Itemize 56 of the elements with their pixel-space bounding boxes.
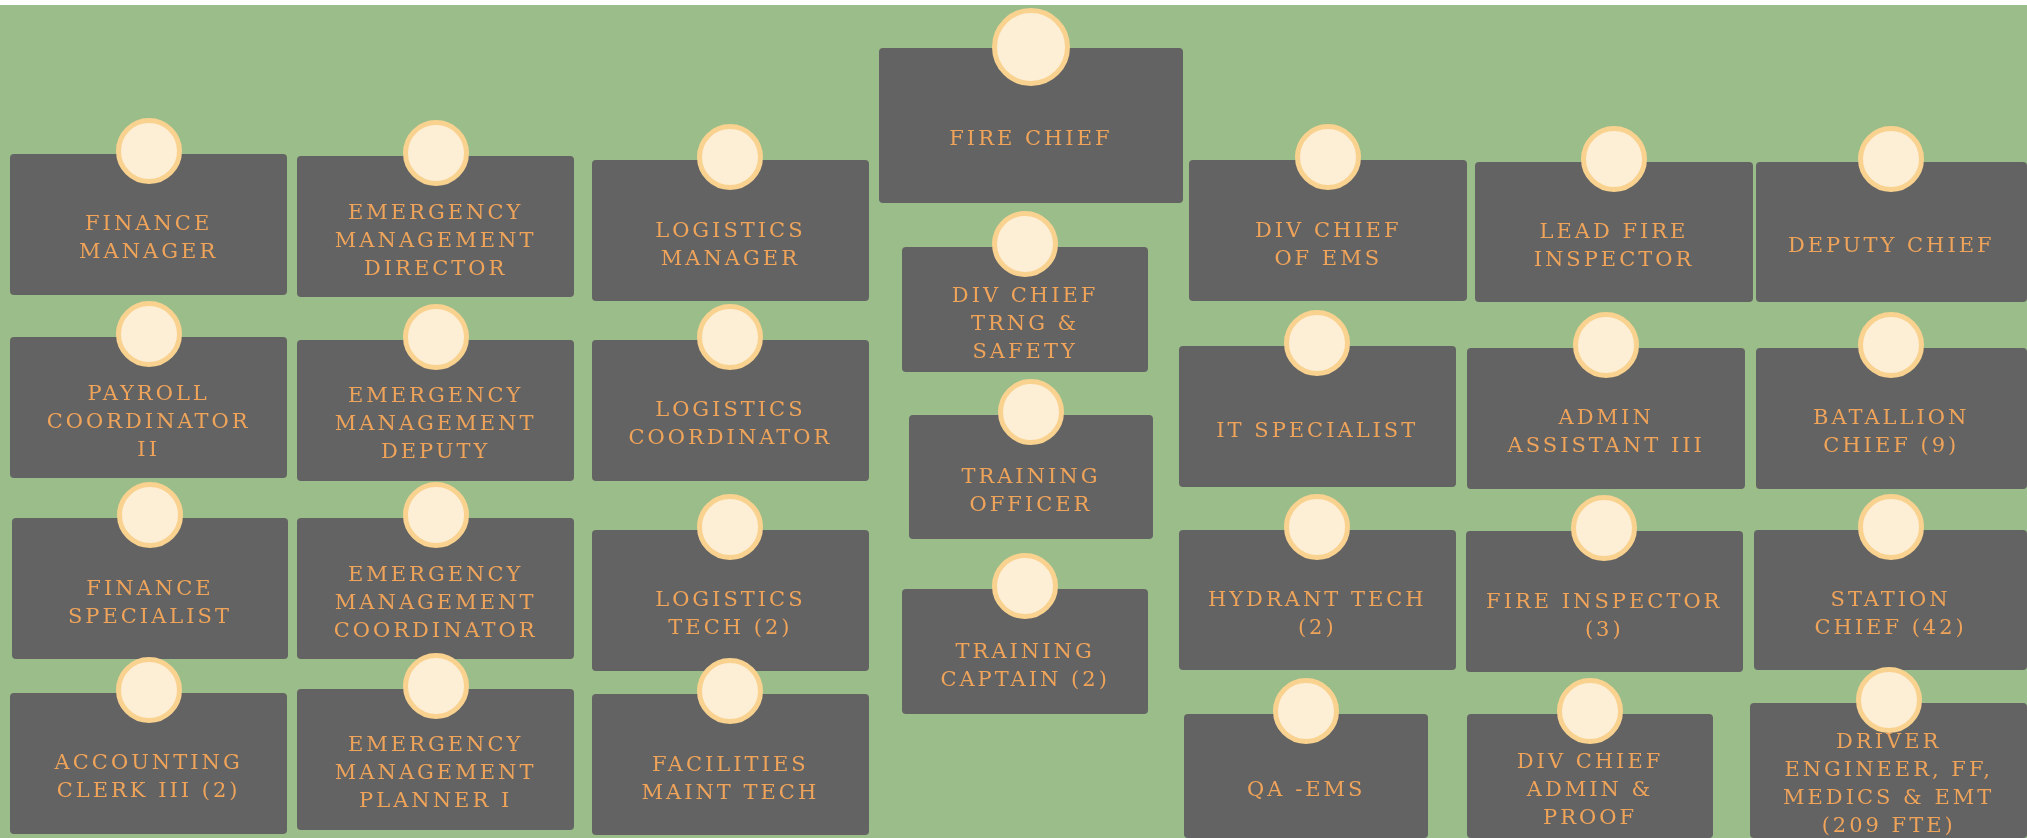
position-box [10, 337, 287, 479]
position-box [592, 694, 869, 836]
job-title: DIV CHIEF OF EMS [1253, 216, 1403, 272]
job-title: FINANCE MANAGER [78, 210, 220, 266]
position-box [10, 153, 287, 295]
position-box [879, 47, 1183, 203]
position-box [592, 530, 869, 671]
position-box [1465, 531, 1743, 673]
job-title: STATION CHIEF (42) [1813, 585, 1968, 641]
job-title: LOGISTICS COORDINATOR [627, 396, 834, 452]
position-box [1467, 347, 1746, 489]
job-title: ADMIN ASSISTANT III [1506, 404, 1706, 460]
position-box [592, 160, 869, 302]
job-title: FIRE INSPECTOR (3) [1485, 587, 1724, 643]
position-box [902, 589, 1148, 714]
job-title: LOGISTICS MANAGER [654, 216, 807, 272]
job-title: BATALLION CHIEF (9) [1812, 404, 1971, 460]
position-box [592, 340, 869, 481]
position-box [11, 518, 289, 660]
position-box [1755, 161, 2027, 303]
job-title: EMERGENCY MANAGEMENT DEPUTY [333, 382, 538, 466]
position-box [10, 692, 287, 834]
position-box [1184, 713, 1429, 838]
job-title: FINANCE SPECIALIST [66, 574, 233, 630]
position-box [1475, 161, 1753, 303]
job-title: DIV CHIEF TRNG & SAFETY [950, 281, 1100, 365]
job-title: TRAINING CAPTAIN (2) [939, 637, 1111, 693]
job-title: ACCOUNTING CLERK III (2) [53, 749, 244, 805]
position-box [1178, 530, 1456, 670]
position-box [908, 414, 1154, 540]
job-title: FIRE CHIEF [949, 125, 1113, 153]
job-title: EMERGENCY MANAGEMENT PLANNER I [333, 731, 538, 815]
job-title: HYDRANT TECH (2) [1207, 585, 1428, 641]
position-box [1755, 347, 2027, 489]
job-title: TRAINING OFFICER [960, 463, 1102, 518]
position-box [297, 340, 574, 481]
position-box [1754, 530, 2027, 670]
position-box [297, 156, 574, 298]
job-title: LOGISTICS TECH (2) [654, 586, 807, 642]
position-box [1467, 713, 1713, 838]
position-box [297, 518, 574, 660]
position-box [1189, 160, 1468, 302]
job-title: IT SPECIALIST [1216, 416, 1419, 444]
position-box [902, 246, 1148, 373]
position-box [1750, 703, 2027, 838]
position-box [1178, 346, 1456, 488]
job-title: EMERGENCY MANAGEMENT DIRECTOR [333, 198, 538, 282]
position-box [297, 689, 574, 830]
job-title: DEPUTY CHIEF [1787, 232, 1995, 260]
job-title: EMERGENCY MANAGEMENT COORDINATOR [332, 560, 539, 644]
job-title: PAYROLL COORDINATOR II [45, 379, 252, 463]
job-title: DIV CHIEF ADMIN & PROOF [1515, 747, 1665, 831]
job-title: LEAD FIRE INSPECTOR [1532, 218, 1696, 274]
job-title: DRIVER ENGINEER, FF, MEDICS & EMT (209 FTE) [1782, 728, 1996, 838]
job-title: FACILITIES MAINT TECH [640, 750, 821, 806]
job-title: QA -EMS [1247, 775, 1366, 803]
